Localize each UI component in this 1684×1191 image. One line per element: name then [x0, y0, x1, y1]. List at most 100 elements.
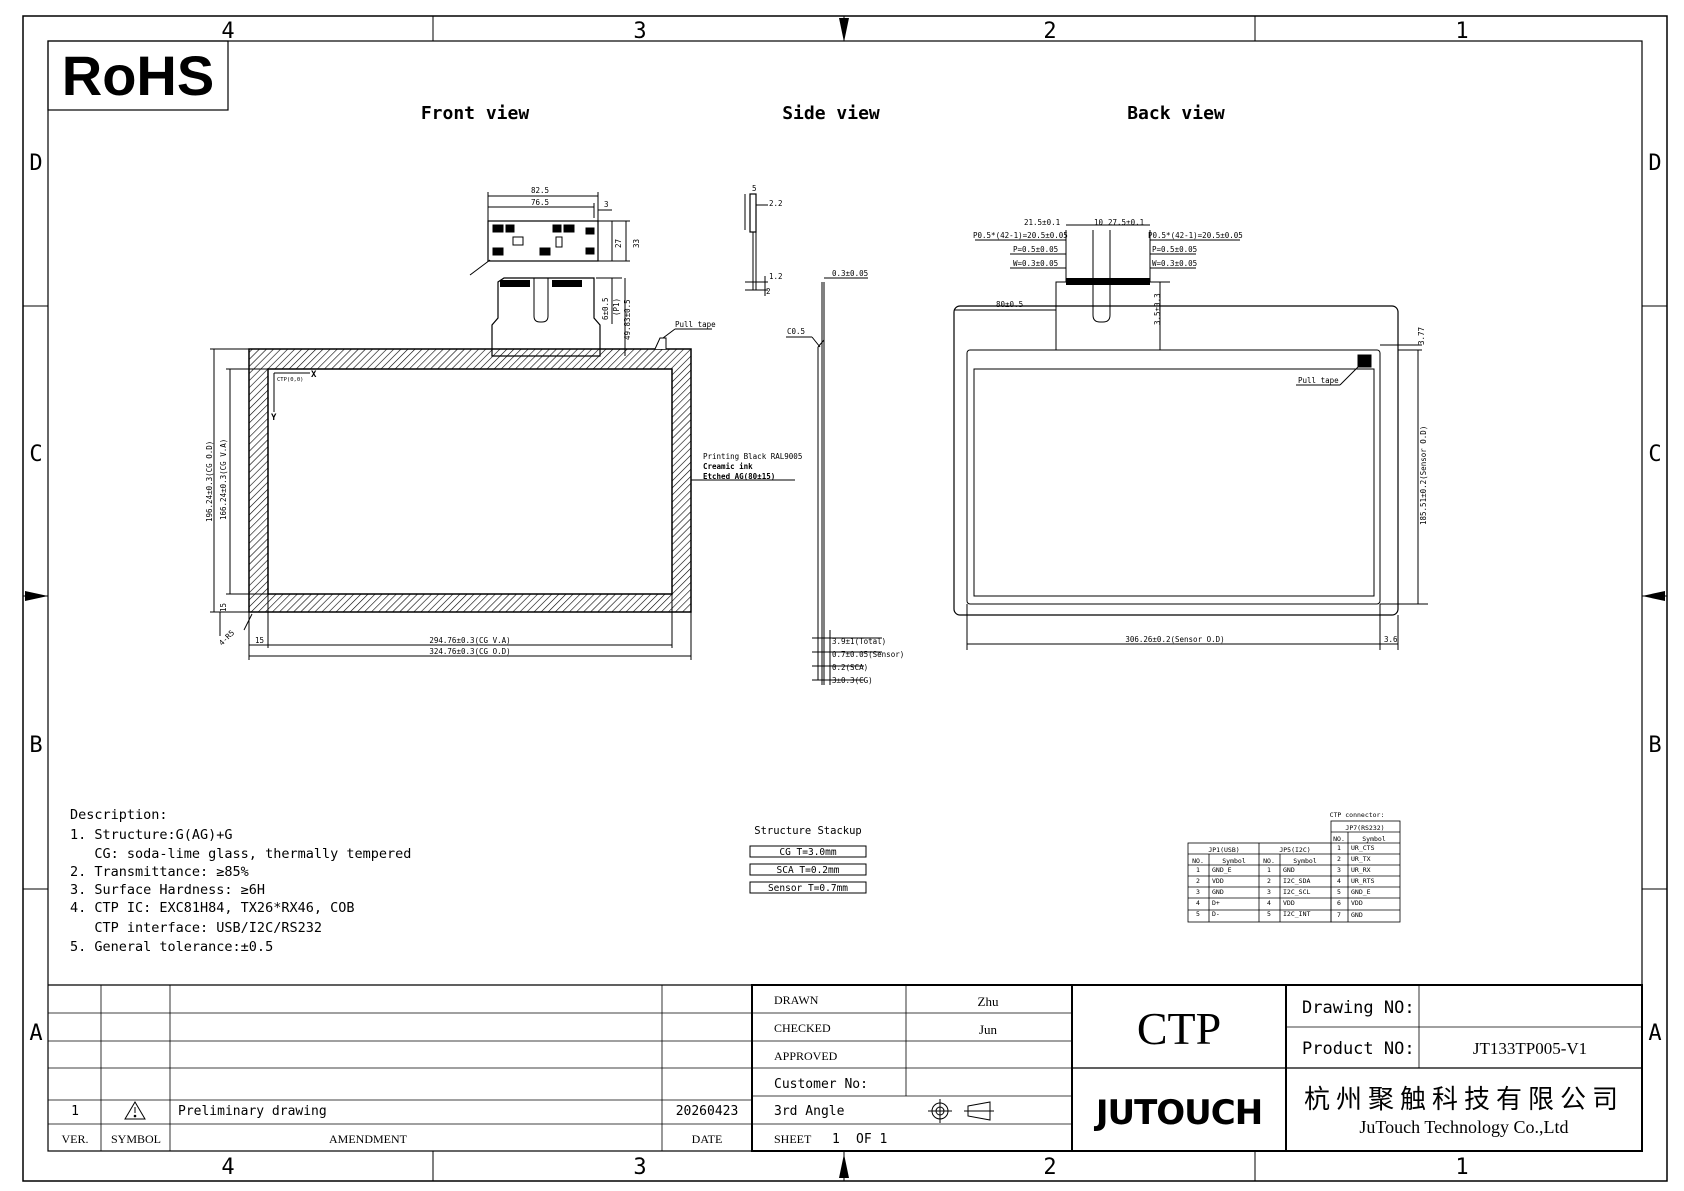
zone-col-top: 3 — [633, 19, 646, 44]
zone-row-left: D — [29, 151, 42, 176]
drawn-label: DRAWN — [774, 993, 819, 1007]
side-d12: 1.2 — [769, 272, 783, 281]
title-block — [48, 984, 1643, 1152]
jp7-pin-no: 6 — [1337, 899, 1341, 907]
jp7-pin-no: 3 — [1337, 866, 1341, 874]
origin-label: CTP(0,0) — [277, 377, 304, 383]
connector-tables — [1187, 820, 1401, 923]
back-d80: 80±0.5 — [996, 300, 1023, 309]
zone-row-right: D — [1648, 151, 1661, 176]
dim-left-15: 15 — [255, 636, 264, 645]
back-w-l: W=0.3±0.05 — [1013, 259, 1058, 268]
zone-row-left: A — [29, 1021, 42, 1046]
jp7-pin-no: 5 — [1337, 888, 1341, 896]
jp7-pin-symbol: GND_E — [1351, 888, 1371, 896]
product-no-label: Product NO: — [1302, 1039, 1415, 1059]
center-arrow-bottom — [839, 1154, 849, 1178]
header-amendment: AMENDMENT — [329, 1132, 408, 1146]
jp7-header: NO. — [1333, 835, 1345, 843]
jp5-pin-symbol: VDD — [1283, 899, 1295, 907]
approved-label: APPROVED — [774, 1049, 838, 1063]
side-view-title: Side view — [782, 103, 880, 124]
zone-row-right: A — [1648, 1021, 1661, 1046]
jp1-pin-no: 1 — [1196, 866, 1200, 874]
company-name-cn: 杭州聚触科技有限公司 — [1304, 1085, 1624, 1115]
center-arrow-top — [839, 18, 849, 42]
zone-col-bottom: 4 — [221, 1155, 234, 1180]
description-line: 4. CTP IC: EXC81H84, TX26*RX46, COB — [70, 900, 354, 916]
back-pitch-l: P0.5*(42-1)=20.5±0.05 — [973, 231, 1068, 240]
jp5-pin-no: 3 — [1267, 888, 1271, 896]
jp1-pin-symbol: D- — [1212, 910, 1220, 918]
jp1-pin-no: 2 — [1196, 877, 1200, 885]
jp5-pin-symbol: GND — [1283, 866, 1295, 874]
description-line: CG: soda-lime glass, thermally tempered — [70, 846, 411, 862]
stackup-title: Structure Stackup — [754, 825, 861, 837]
dim-od-w: 324.76±0.3(CG O.D) — [429, 647, 510, 656]
back-sensor-w: 306.26±0.2(Sensor O.D) — [1125, 635, 1224, 644]
sheet-of: OF 1 — [856, 1132, 887, 1147]
jp1-pin-no: 4 — [1196, 899, 1200, 907]
back-d21: 21.5±0.1 — [1024, 218, 1060, 227]
jp1-pin-no: 3 — [1196, 888, 1200, 896]
side-d2: 2 — [766, 287, 771, 296]
checked-label: CHECKED — [774, 1021, 831, 1035]
center-arrow-right — [1642, 591, 1665, 601]
company-name-en: JuTouch Technology Co.,Ltd — [1359, 1117, 1568, 1137]
jp5-header: NO. — [1263, 857, 1275, 865]
zone-row-right: B — [1648, 733, 1661, 758]
jp1-header: NO. — [1192, 857, 1204, 865]
dim-od-h: 196.24±0.3(CG O.D) — [205, 441, 214, 522]
revision-amendment: Preliminary drawing — [178, 1104, 327, 1119]
description-line: 3. Surface Hardness: ≥6H — [70, 882, 265, 898]
rohs-box — [47, 40, 229, 111]
jp5-title: JP5(I2C) — [1279, 846, 1310, 854]
description-line: 1. Structure:G(AG)+G — [70, 827, 233, 843]
callout-ink: Creamic ink — [703, 462, 753, 471]
jp7-pin-symbol: GND — [1351, 911, 1363, 919]
dim-6: 6±0.5 — [601, 297, 610, 320]
dim-49: 49.83±0.5 — [623, 299, 632, 340]
zone-col-bottom: 3 — [633, 1155, 646, 1180]
zone-col-top: 2 — [1043, 19, 1056, 44]
product-no-value: JT133TP005-V1 — [1473, 1039, 1587, 1058]
revision-ver: 1 — [71, 1104, 79, 1119]
pull-tape-label: Pull tape — [675, 320, 716, 329]
axis-y: Y — [271, 413, 277, 423]
back-view — [953, 224, 1428, 650]
back-d37: 3.77 — [1417, 327, 1426, 345]
stackup-layer: CG T=3.0mm — [779, 847, 836, 858]
zone-col-bottom: 1 — [1455, 1155, 1468, 1180]
header-ver: VER. — [62, 1132, 89, 1146]
zone-col-bottom: 2 — [1043, 1155, 1056, 1180]
jp1-header: Symbol — [1222, 857, 1246, 865]
jp7-pin-symbol: UR_RTS — [1351, 877, 1375, 885]
back-p-l: P=0.5±0.05 — [1013, 245, 1058, 254]
side-c05: C0.5 — [787, 327, 805, 336]
jp5-pin-no: 2 — [1267, 877, 1271, 885]
jp5-pin-no: 4 — [1267, 899, 1271, 907]
callout-print: Printing Black RAL9005 — [703, 452, 802, 461]
connector-title: CTP connector: — [1330, 811, 1385, 819]
third-angle-projection-icon — [928, 1099, 994, 1123]
dim-fpc-h2: 33 — [632, 239, 641, 248]
jp5-pin-no: 5 — [1267, 910, 1271, 918]
dim-fpc-inner: 76.5 — [531, 198, 549, 207]
back-view-title: Back view — [1127, 103, 1225, 124]
dim-va-h: 166.24±0.3(CG V.A) — [219, 439, 228, 520]
description-line: 2. Transmittance: ≥85% — [70, 864, 249, 880]
dim-fpc-offset: 3 — [604, 200, 609, 209]
side-d5: 5 — [752, 184, 757, 193]
back-pitch-r: P0.5*(42-1)=20.5±0.05 — [1148, 231, 1243, 240]
dim-va-w: 294.76±0.3(CG V.A) — [429, 636, 510, 645]
jp5-pin-symbol: I2C_SDA — [1283, 877, 1310, 885]
center-arrow-left — [25, 591, 48, 601]
stackup-layer: SCA T=0.2mm — [777, 865, 840, 876]
dim-p1: (P1) — [612, 298, 621, 316]
jp7-header: Symbol — [1362, 835, 1386, 843]
front-view-title: Front view — [421, 103, 530, 124]
side-sensor: 0.7±0.05(Sensor) — [832, 650, 904, 659]
jp7-pin-symbol: UR_CTS — [1351, 844, 1375, 852]
rohs-mark: RoHS — [62, 44, 214, 107]
